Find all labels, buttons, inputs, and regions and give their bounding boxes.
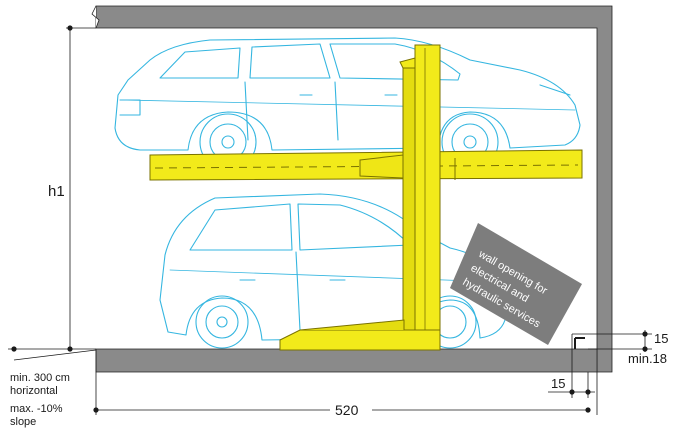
wall-opening-callout: wall opening for electrical and hydrauli… <box>450 223 582 345</box>
dimension-lines <box>8 25 652 415</box>
approach-orientation-note: horizontal <box>10 385 58 397</box>
min-depth-label: min.18 <box>628 351 667 366</box>
car-lower-icon <box>159 193 506 349</box>
slope-limit-note: max. -10% <box>10 403 63 415</box>
width-label: 520 <box>335 402 359 418</box>
slope-word-note: slope <box>10 416 36 428</box>
approach-length-note: min. 300 cm <box>10 372 70 384</box>
lift-icon <box>149 44 583 351</box>
side-clearance-label: 15 <box>551 376 565 391</box>
car-upper-icon <box>114 37 581 171</box>
top-right-label: 15 <box>654 331 668 346</box>
height-label: h1 <box>48 183 65 200</box>
